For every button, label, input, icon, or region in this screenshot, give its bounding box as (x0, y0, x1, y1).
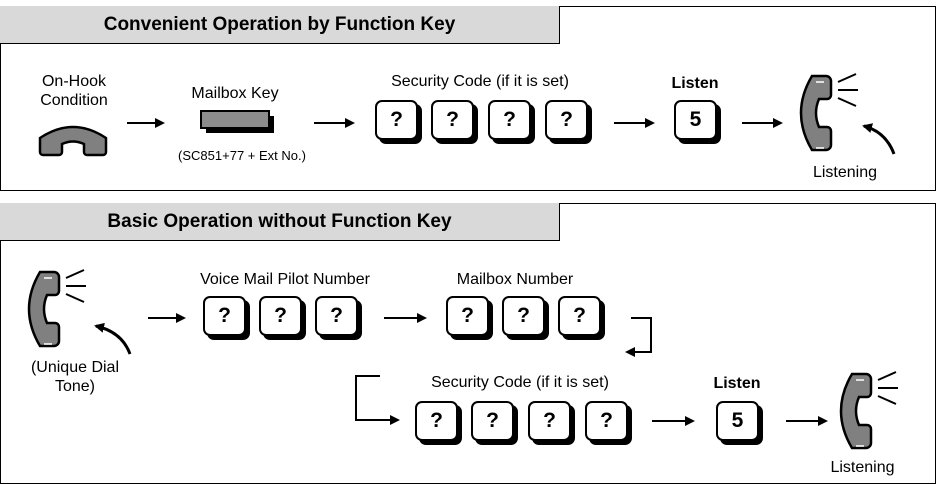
security-key-bottom-3: ? (528, 401, 571, 441)
mailbox-number-key-2: ? (502, 296, 545, 336)
security-code-label-top: Security Code (if it is set) (391, 73, 569, 90)
security-key-bottom-2: ? (471, 401, 514, 441)
pilot-key-1: ? (203, 296, 246, 336)
unique-dial-tone-label: (Unique Dial Tone) (30, 359, 120, 395)
mailbox-key-icon (200, 110, 274, 133)
on-hook-label: On-Hook Condition (40, 73, 108, 109)
security-key-top-1: ? (375, 100, 418, 140)
security-key-bottom-4: ? (585, 401, 628, 441)
security-code-label-bottom: Security Code (if it is set) (431, 374, 609, 391)
listen-key-top: 5 (674, 100, 717, 140)
mailbox-key-note: (SC851+77 + Ext No.) (178, 148, 306, 163)
pilot-key-2: ? (259, 296, 302, 336)
mailbox-key-label: Mailbox Key (191, 85, 279, 102)
security-key-bottom-1: ? (415, 401, 458, 441)
connector-arrow-icon (625, 317, 652, 357)
listen-label-bottom: Listen (713, 375, 761, 392)
function-key-title: Convenient Operation by Function Key (0, 6, 560, 44)
mailbox-number-key-1: ? (446, 296, 489, 336)
listening-label-bottom: Listening (830, 459, 895, 476)
mailbox-number-label: Mailbox Number (456, 271, 574, 288)
security-key-top-2: ? (431, 100, 474, 140)
security-key-top-3: ? (488, 100, 531, 140)
listen-key-bottom: 5 (716, 401, 759, 441)
listening-label-top: Listening (812, 164, 878, 181)
pilot-number-label: Voice Mail Pilot Number (200, 271, 370, 288)
basic-operation-title: Basic Operation without Function Key (0, 203, 560, 241)
listening-handset-icon (839, 370, 900, 450)
security-key-top-4: ? (545, 100, 588, 140)
on-hook-handset-icon (38, 125, 108, 157)
listen-label-top: Listen (671, 75, 719, 92)
pilot-key-3: ? (315, 296, 358, 336)
listening-handset-icon (799, 72, 896, 155)
mailbox-number-key-3: ? (558, 296, 601, 336)
off-hook-handset-icon (27, 268, 132, 355)
connector-arrow-icon (355, 375, 400, 425)
